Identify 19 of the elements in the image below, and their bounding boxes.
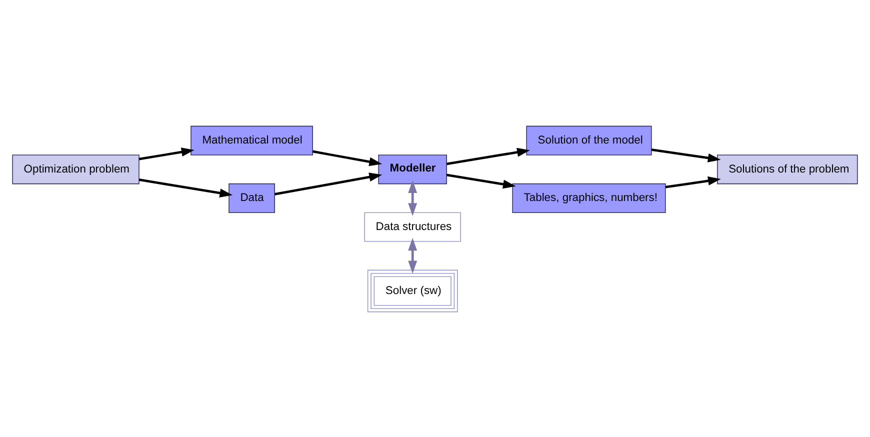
arrow bbox=[651, 148, 721, 162]
node-box: Solution of the model bbox=[526, 125, 652, 155]
node-box: Tables, graphics, numbers! bbox=[512, 182, 666, 212]
node-box: Solutions of the problem bbox=[717, 154, 858, 184]
arrow bbox=[274, 172, 382, 195]
node-box: Data bbox=[228, 182, 275, 212]
arrow bbox=[446, 173, 516, 188]
arrow bbox=[138, 147, 194, 160]
node-box: Data structures bbox=[364, 212, 461, 242]
node-box: Mathematical model bbox=[190, 125, 313, 155]
arrow bbox=[408, 180, 418, 216]
node-box: Optimization problem bbox=[12, 154, 140, 184]
arrow bbox=[446, 147, 530, 165]
arrow bbox=[665, 176, 721, 188]
node-box: Solver (sw) bbox=[367, 269, 458, 312]
arrow bbox=[138, 178, 233, 197]
arrow bbox=[408, 237, 418, 274]
arrow bbox=[312, 150, 382, 166]
node-box: Modeller bbox=[378, 154, 447, 184]
